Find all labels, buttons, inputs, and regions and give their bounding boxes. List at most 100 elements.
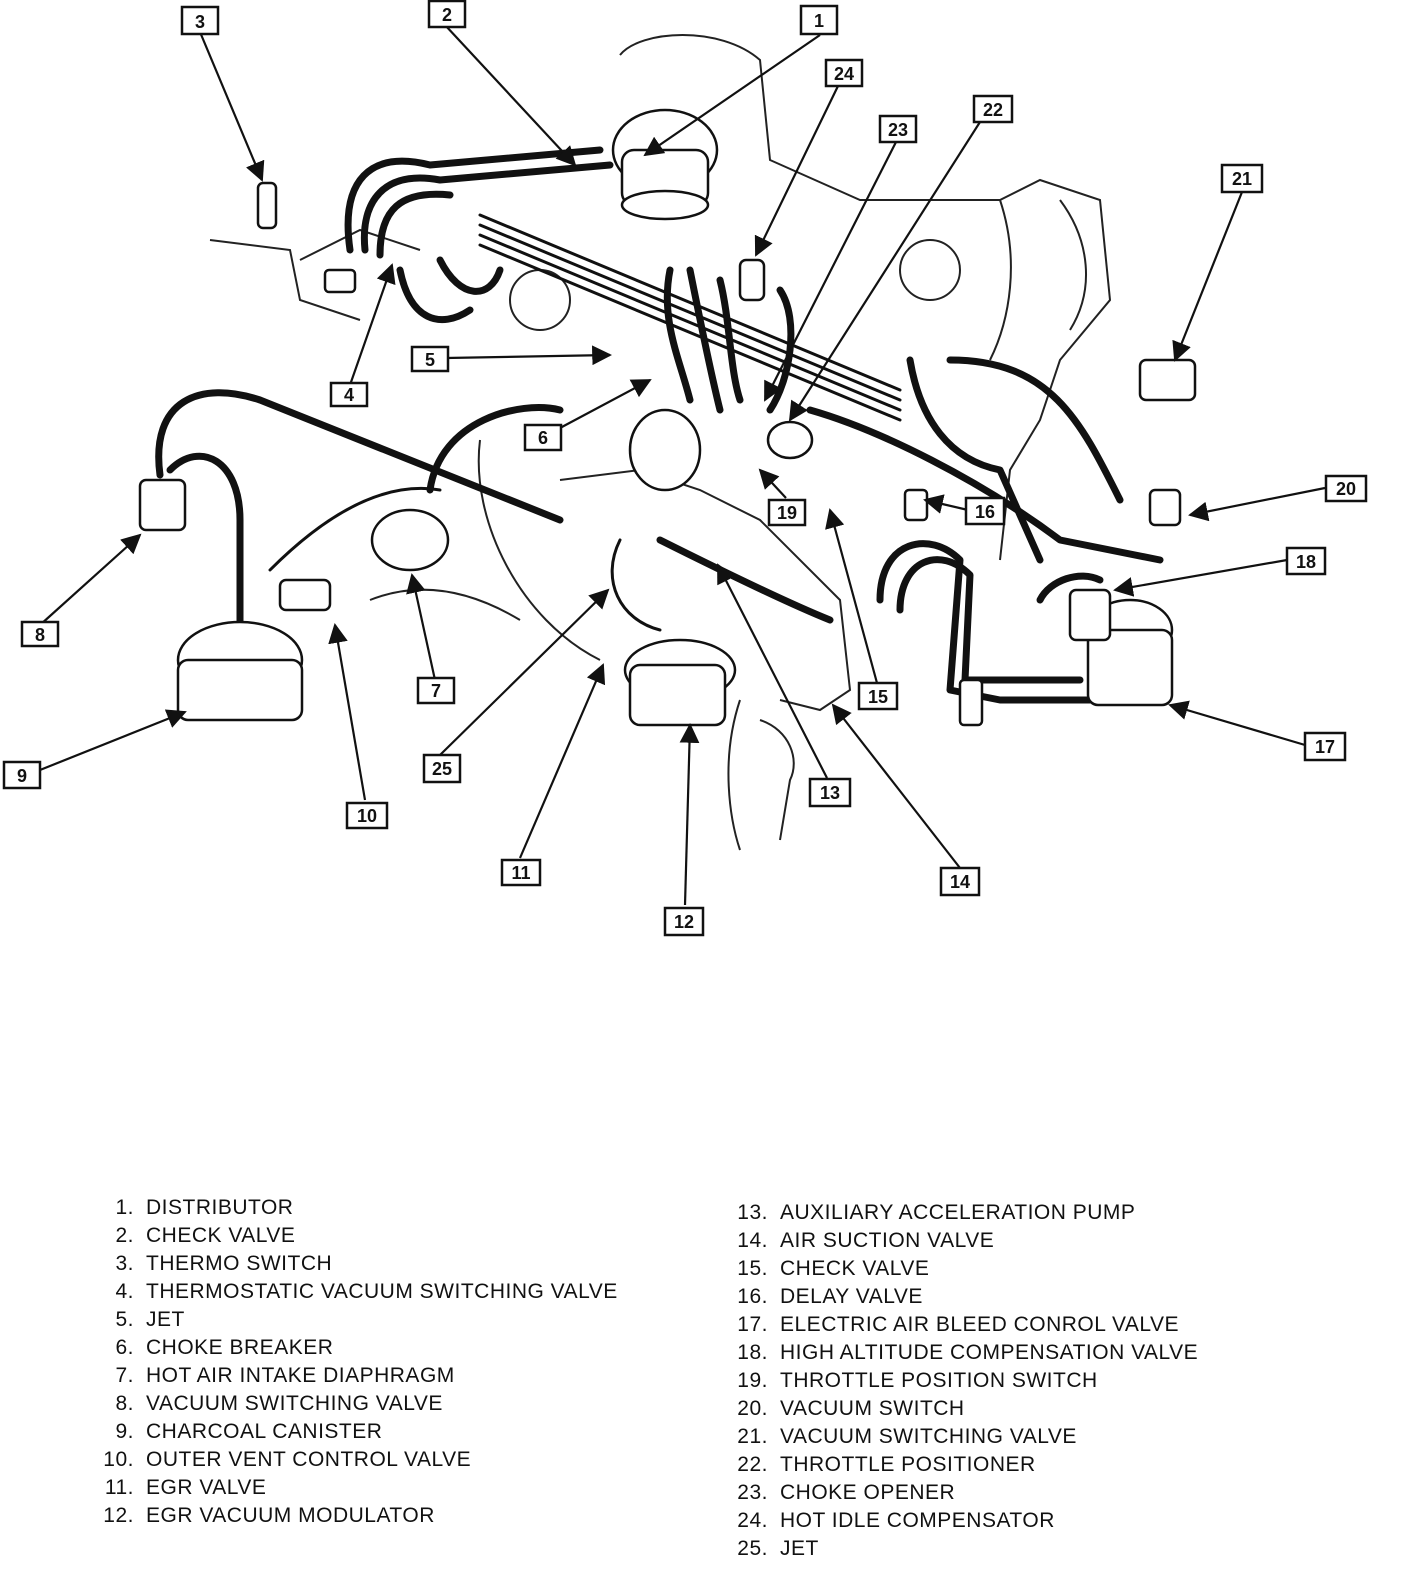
legend-item: 16. DELAY VALVE [734, 1283, 1198, 1311]
legend-item-number: 1. [115, 1196, 134, 1219]
legend-item-label: DELAY VALVE [780, 1285, 923, 1308]
legend-item: 6. CHOKE BREAKER [96, 1334, 618, 1362]
legend-item-label: CHOKE OPENER [780, 1481, 956, 1504]
callout-12: 12 [663, 906, 705, 937]
legend-item-number: 21. [737, 1425, 768, 1448]
legend-item: 17.ELECTRIC AIR BLEED CONROL VALVE [734, 1311, 1198, 1339]
svg-text:11: 11 [511, 863, 530, 883]
legend-item-number: 7. [115, 1364, 134, 1387]
legend-item-number: 3. [115, 1252, 134, 1275]
legend-item-number: 18. [737, 1341, 768, 1364]
svg-text:20: 20 [1336, 479, 1356, 499]
legend-item: 12.EGR VACUUM MODULATOR [96, 1502, 618, 1530]
legend-item-label: THERMO SWITCH [146, 1252, 333, 1275]
legend-item-number: 20. [737, 1397, 768, 1420]
callout-1: 1 [799, 4, 839, 36]
svg-text:19: 19 [777, 503, 797, 523]
svg-text:7: 7 [431, 681, 441, 701]
legend-item-label: VACUUM SWITCHING VALVE [780, 1425, 1077, 1448]
legend-item-label: AIR SUCTION VALVE [780, 1229, 995, 1252]
engine-vacuum-diagram: 1 2 3 4 5 6 7 8 9 10 11 12 13 14 15 16 1… [2, 0, 1368, 937]
callout-14: 14 [939, 866, 981, 897]
legend-item-label: EGR VALVE [146, 1476, 267, 1499]
legend-item-number: 13. [737, 1201, 768, 1224]
legend-item-label: OUTER VENT CONTROL VALVE [146, 1448, 472, 1471]
legend-item-number: 10. [103, 1448, 134, 1471]
legend-item-number: 11. [104, 1476, 134, 1499]
legend-item: 11. EGR VALVE [96, 1474, 618, 1502]
callout-10: 10 [345, 801, 389, 830]
legend-item: 5.JET [96, 1306, 618, 1334]
callout-3: 3 [180, 5, 220, 36]
legend-item-number: 9. [115, 1420, 134, 1443]
legend-item-label: HIGH ALTITUDE COMPENSATION VALVE [780, 1341, 1199, 1364]
callout-8: 8 [20, 620, 60, 648]
svg-text:4: 4 [344, 385, 354, 405]
svg-text:21: 21 [1232, 169, 1252, 189]
svg-text:17: 17 [1315, 737, 1335, 757]
svg-text:5: 5 [425, 350, 435, 370]
svg-text:12: 12 [674, 912, 694, 932]
legend-item-number: 14. [737, 1229, 768, 1252]
callout-18: 18 [1285, 546, 1327, 576]
callout-23: 23 [878, 114, 918, 144]
legend-item-number: 22. [737, 1453, 768, 1476]
legend-item-label: CHARCOAL CANISTER [146, 1420, 383, 1443]
callout-21: 21 [1220, 163, 1264, 194]
legend-item: 24.HOT IDLE COMPENSATOR [734, 1507, 1198, 1535]
callout-9: 9 [2, 760, 42, 790]
legend-item: 4.THERMOSTATIC VACUUM SWITCHING VALVE [96, 1278, 618, 1306]
legend-item: 25.JET [734, 1535, 1198, 1563]
svg-text:22: 22 [983, 100, 1003, 120]
leader-lines [39, 24, 1326, 906]
legend-item-number: 5. [115, 1308, 134, 1331]
svg-text:14: 14 [950, 872, 970, 892]
svg-text:2: 2 [442, 5, 452, 25]
legend-item-label: HOT AIR INTAKE DIAPHRAGM [146, 1364, 455, 1387]
legend-item-number: 24. [737, 1509, 768, 1532]
legend-item-label: EGR VACUUM MODULATOR [146, 1504, 435, 1527]
legend-item: 3. THERMO SWITCH [96, 1250, 618, 1278]
callout-20: 20 [1324, 474, 1368, 503]
legend-item-label: THROTTLE POSITION SWITCH [780, 1369, 1098, 1392]
svg-text:13: 13 [820, 783, 840, 803]
svg-text:23: 23 [888, 120, 908, 140]
legend-item: 18. HIGH ALTITUDE COMPENSATION VALVE [734, 1339, 1198, 1367]
legend-item-number: 16. [737, 1285, 768, 1308]
svg-text:18: 18 [1296, 552, 1316, 572]
callout-22: 22 [972, 94, 1014, 124]
callout-11: 11 [500, 858, 542, 887]
legend-item-number: 23. [737, 1481, 768, 1504]
callout-4: 4 [329, 381, 369, 408]
svg-text:24: 24 [834, 64, 854, 84]
legend-item: 7. HOT AIR INTAKE DIAPHRAGM [96, 1362, 618, 1390]
legend-item: 22. THROTTLE POSITIONER [734, 1451, 1198, 1479]
legend-item-label: DISTRIBUTOR [146, 1196, 294, 1219]
callout-17: 17 [1303, 731, 1347, 762]
legend-item: 23. CHOKE OPENER [734, 1479, 1198, 1507]
legend-item-label: AUXILIARY ACCELERATION PUMP [780, 1201, 1136, 1224]
legend-item-label: CHECK VALVE [146, 1224, 296, 1247]
legend-item-label: CHECK VALVE [780, 1257, 930, 1280]
callout-25: 25 [422, 753, 462, 784]
legend-item-label: THROTTLE POSITIONER [780, 1453, 1036, 1476]
legend-right-column: 13. AUXILIARY ACCELERATION PUMP 14. AIR SUC… [734, 1199, 1198, 1563]
callout-19: 19 [767, 498, 807, 527]
svg-text:16: 16 [975, 502, 995, 522]
svg-text:1: 1 [814, 11, 824, 31]
legend-item-number: 6. [115, 1336, 134, 1359]
legend-item-number: 17. [737, 1313, 768, 1336]
legend-item: 21. VACUUM SWITCHING VALVE [734, 1423, 1198, 1451]
legend-item-number: 4. [115, 1280, 134, 1303]
svg-text:10: 10 [357, 806, 377, 826]
legend-item-number: 25. [737, 1537, 768, 1560]
callout-13: 13 [808, 777, 852, 808]
legend-item: 10. OUTER VENT CONTROL VALVE [96, 1446, 618, 1474]
legend-item: 9. CHARCOAL CANISTER [96, 1418, 618, 1446]
callout-16: 16 [964, 496, 1006, 526]
legend-item-label: CHOKE BREAKER [146, 1336, 334, 1359]
svg-text:15: 15 [868, 687, 888, 707]
legend-item: 13. AUXILIARY ACCELERATION PUMP [734, 1199, 1198, 1227]
legend-item-number: 19. [737, 1369, 768, 1392]
